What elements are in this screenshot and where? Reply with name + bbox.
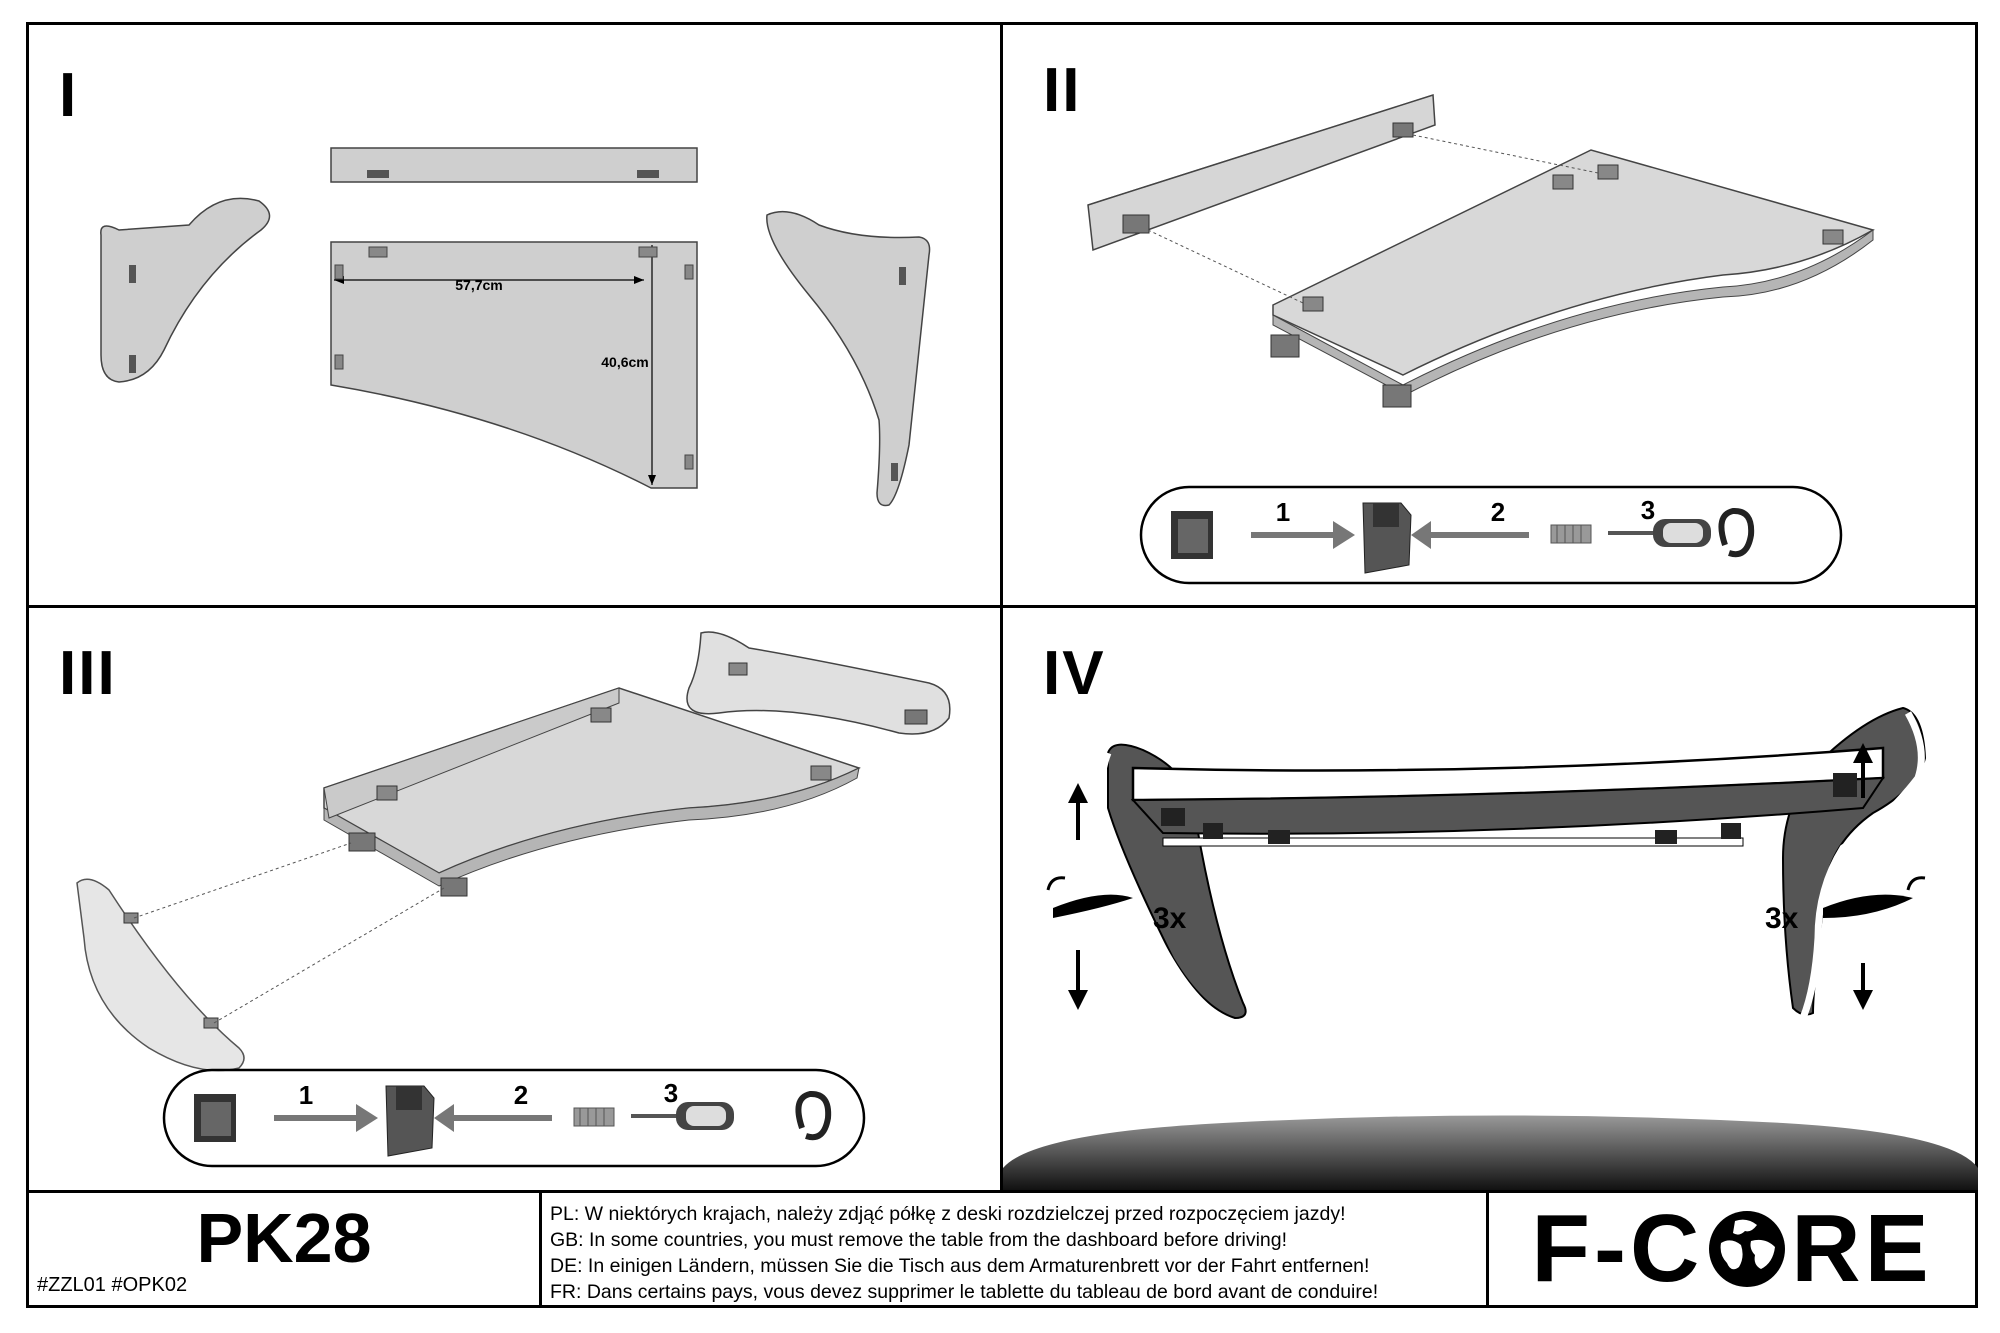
- step-1-label: 1: [299, 1080, 313, 1110]
- dimension-height-label: 40,6cm: [601, 354, 648, 370]
- panel-number: III: [59, 639, 117, 708]
- footer-warning-cell: PL: W niektórych krajach, należy zdjąć p…: [542, 1193, 1486, 1305]
- step-3-label: 3: [664, 1078, 678, 1108]
- warning-text: PL: W niektórych krajach, należy zdjąć p…: [550, 1201, 1478, 1305]
- step-2-label: 2: [1491, 497, 1505, 527]
- product-codes: #ZZL01 #OPK02: [37, 1274, 188, 1296]
- warning-pl: PL: W niektórych krajach, należy zdjąć p…: [550, 1203, 1346, 1225]
- panel-number: IV: [1043, 639, 1106, 708]
- brand-prefix: F-C: [1531, 1195, 1704, 1302]
- footer-model-cell: PK28 #ZZL01 #OPK02: [29, 1193, 539, 1305]
- panel-number: II: [1043, 56, 1082, 125]
- panel-IV: IV 3x: [1003, 608, 1978, 1190]
- dashboard-mounting-diagram: 3x 3x: [1003, 706, 1978, 1190]
- step-2-label: 2: [514, 1080, 528, 1110]
- parts-layout-diagram: 57,7cm 40,6cm: [100, 147, 931, 507]
- dimension-width-label: 57,7cm: [455, 277, 502, 293]
- repeat-count-left: 3x: [1153, 902, 1187, 935]
- divider-footer: [26, 1190, 1978, 1193]
- footer: PK28 #ZZL01 #OPK02 PL: W niektórych kraj…: [29, 1193, 1975, 1305]
- panel-number: I: [59, 61, 79, 130]
- brand-logo: F-C RE: [1489, 1193, 1975, 1305]
- globe-icon: [1709, 1211, 1786, 1287]
- footer-brand-cell: F-C RE: [1489, 1193, 1975, 1305]
- warning-de: DE: In einigen Ländern, müssen Sie die T…: [550, 1255, 1370, 1277]
- panel-I: I 57,7cm 40,6cm: [29, 25, 1000, 605]
- model-number: PK28: [196, 1199, 372, 1277]
- step-1-label: 1: [1276, 497, 1290, 527]
- warning-fr: FR: Dans certains pays, vous devez suppr…: [550, 1281, 1379, 1303]
- footer-divider-1: [539, 1193, 542, 1305]
- warning-gb: GB: In some countries, you must remove t…: [550, 1229, 1288, 1251]
- divider-horizontal-middle: [26, 605, 1978, 608]
- step-3-label: 3: [1641, 495, 1655, 525]
- brand-suffix: RE: [1791, 1195, 1933, 1302]
- footer-divider-2: [1486, 1193, 1489, 1305]
- repeat-count-right: 3x: [1765, 902, 1799, 935]
- shelf-assembly-diagram: 1 2 3: [1087, 93, 1875, 585]
- panel-III: III 1 2: [29, 608, 1000, 1190]
- bracket-assembly-diagram: 1 2 3: [76, 631, 951, 1168]
- panel-II: II 1 2 3: [1003, 25, 1978, 605]
